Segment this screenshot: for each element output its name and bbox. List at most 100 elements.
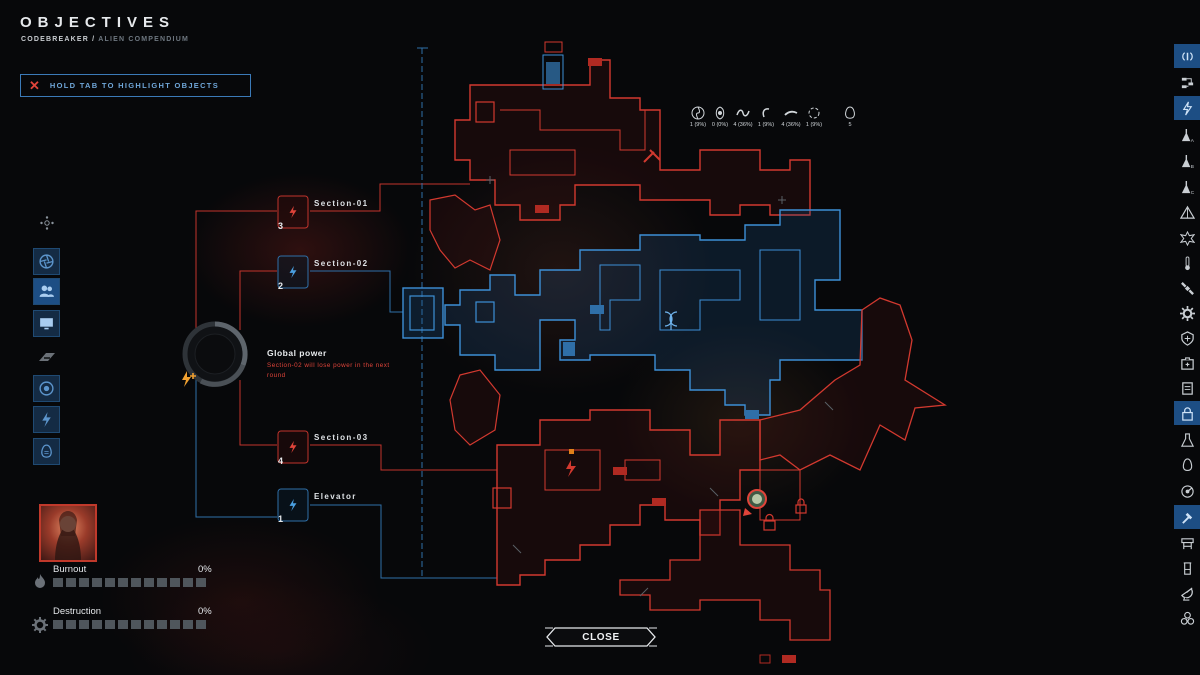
bolt-icon [289,205,297,219]
satellite-icon [1180,281,1194,295]
legend-value: 5 [848,122,852,128]
flask-c-icon: C [1181,180,1194,195]
gear-icon [1179,305,1195,321]
shield-button[interactable] [1174,326,1200,350]
biohazard-button[interactable] [1174,606,1200,630]
flask-c-button[interactable]: C [1174,175,1200,199]
thermometer-button[interactable] [1174,251,1200,275]
global-power-title: Global power [267,348,327,358]
medkit-button[interactable] [1174,351,1200,375]
gear-icon [32,617,48,633]
splat-button[interactable] [1174,226,1200,250]
turret-button[interactable] [1174,531,1200,555]
character-portrait[interactable] [39,504,97,562]
legend-value: 0 (0%) [711,122,729,128]
station-map[interactable] [395,40,955,670]
splat-icon [1179,230,1195,246]
bolt-icon [1182,101,1192,115]
target-button[interactable] [33,375,60,402]
tail-icon [784,110,798,116]
lock-button[interactable] [1174,401,1200,425]
burnout-label: Burnout [53,564,87,575]
section-01-label: Section-01 [314,199,369,208]
bolt-button[interactable] [1174,96,1200,120]
armory-button[interactable] [1174,376,1200,400]
section-03-area [449,369,501,446]
legend-value: 4 (36%) [781,122,801,128]
right-sidebar: A B C [1174,40,1200,633]
egg-button[interactable] [1174,453,1200,477]
egg-icon [845,106,855,119]
turret-icon [1180,537,1194,549]
global-power-dial[interactable] [181,320,249,388]
hammer-button[interactable] [1174,505,1200,529]
svg-text:B: B [1190,164,1193,169]
swirl-icon [691,106,705,120]
section-03-node[interactable]: 4 [277,430,309,466]
biohazard-icon [1180,611,1194,625]
signal-button[interactable] [1174,44,1200,68]
microscope-button[interactable] [1174,428,1200,452]
satellite-button[interactable] [1174,276,1200,300]
breadcrumb-primary[interactable]: CODEBREAKER / [21,36,96,43]
section-02-area [444,209,863,416]
wave-icon [736,109,750,117]
thermometer-icon [1184,255,1190,270]
network-button[interactable] [1174,70,1200,94]
tent-icon [1179,205,1195,219]
monitor-icon [40,318,53,330]
close-button-label: CLOSE [582,631,620,643]
legend-item: 4 (36%) [779,106,803,128]
monitor-button[interactable] [33,310,60,337]
elevator-number: 1 [278,514,284,524]
elevator-node[interactable]: 1 [277,488,309,524]
gear-button[interactable] [1174,301,1200,325]
bolt-icon [42,412,51,427]
hammer-icon [1181,512,1192,524]
legend-value: 1 (9%) [757,122,775,128]
close-button[interactable]: CLOSE [545,626,657,648]
egg-icon [1182,457,1192,471]
hint-label: HOLD TAB TO HIGHLIGHT OBJECTS [49,81,219,90]
elevator-label: Elevator [314,492,357,501]
bolt-button[interactable] [33,406,60,433]
ring-icon [808,107,820,119]
radar-button[interactable] [1174,479,1200,503]
legend-item: 5 [838,106,862,128]
users-icon [39,285,54,297]
breadcrumb: CODEBREAKER / ALIEN COMPENDIUM [21,36,189,43]
target-icon [39,381,54,396]
shield-icon [1180,330,1194,346]
medkit-icon [1180,356,1194,370]
flask-b-button[interactable]: B [1174,149,1200,173]
bolt-icon [289,498,297,512]
burnout-bar [53,578,206,587]
burnout-value: 0% [198,564,212,575]
legend-item: 1 (9%) [802,106,826,128]
egg-button[interactable] [33,438,60,465]
aperture-button[interactable] [33,248,60,275]
lab-button[interactable] [1174,556,1200,580]
users-button[interactable] [33,278,60,305]
network-icon [1181,77,1193,88]
bolt-icon [289,440,297,454]
legend-item: 1 (9%) [754,106,778,128]
section-01-number: 3 [278,221,284,231]
flask-a-button[interactable]: A [1174,123,1200,147]
tent-button[interactable] [1174,200,1200,224]
dish-button[interactable] [1174,581,1200,605]
highlight-hint[interactable]: ✕ HOLD TAB TO HIGHLIGHT OBJECTS [20,74,251,97]
section-01-node[interactable]: 3 [277,195,309,231]
destruction-value: 0% [198,606,212,617]
section-02-node[interactable]: 2 [277,255,309,291]
breadcrumb-secondary[interactable]: ALIEN COMPENDIUM [98,36,189,43]
power-bolt-icon [179,370,199,388]
section-03-label: Section-03 [314,433,369,442]
flask-b-icon: B [1181,154,1193,169]
destruction-label: Destruction [53,606,102,617]
svg-text:C: C [1190,190,1194,195]
section-01-area [454,59,811,221]
wing-icon [37,350,57,362]
destruction-bar [53,620,206,629]
